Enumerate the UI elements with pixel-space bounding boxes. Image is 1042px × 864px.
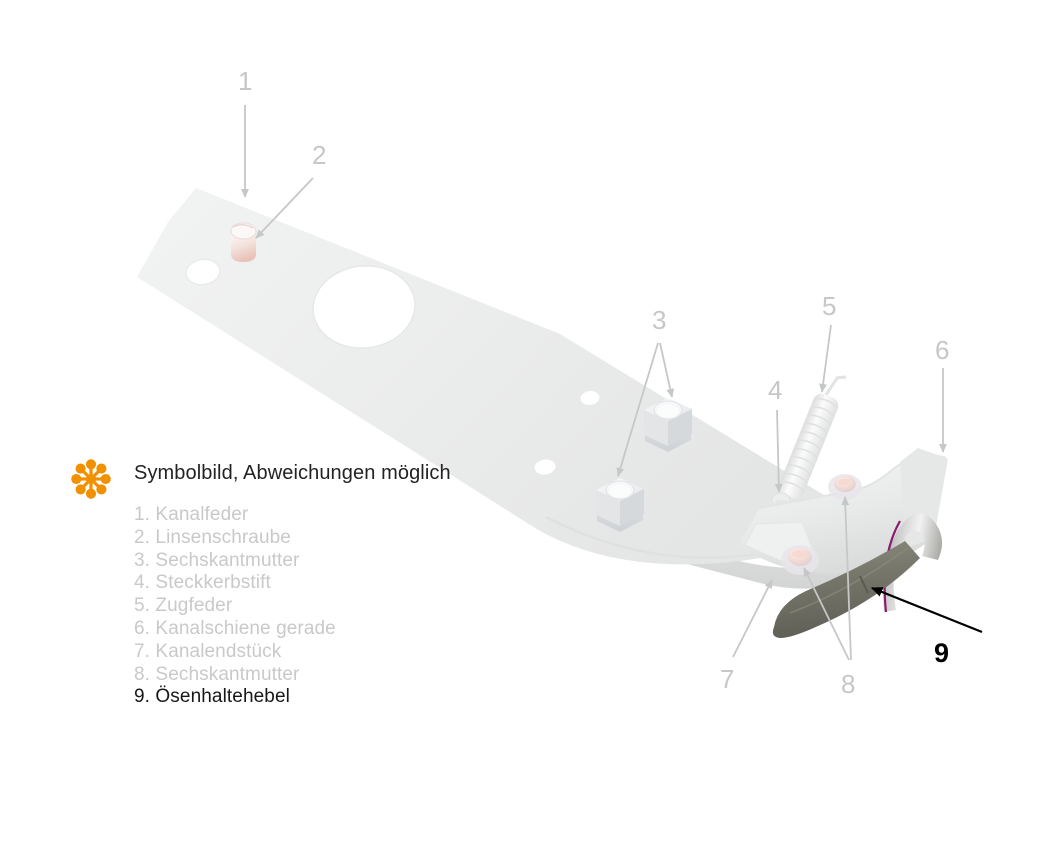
callout-label-5: 5 — [822, 291, 837, 321]
legend-item-2[interactable]: 2. Linsenschraube — [134, 526, 291, 548]
plate-small-hole-left — [185, 258, 221, 286]
legend-block: Symbolbild, Abweichungen möglich 1. Kana… — [68, 452, 538, 709]
leader-3a — [659, 342, 675, 398]
leader-9 — [870, 586, 983, 634]
orange-asterisk-flower-icon — [71, 459, 111, 499]
pan-head-screw — [230, 222, 257, 262]
legend-heading-row: Symbolbild, Abweichungen möglich — [68, 452, 538, 502]
leader-3b — [616, 342, 659, 477]
plate-small-hole-right — [579, 389, 601, 407]
callout-label-2: 2 — [312, 140, 327, 170]
legend-heading: Symbolbild, Abweichungen möglich — [134, 462, 451, 484]
leader-8a — [803, 567, 850, 661]
legend-item-5[interactable]: 5. Zugfeder — [134, 595, 233, 617]
leader-2 — [255, 177, 314, 239]
eyelet-holding-lever — [772, 513, 943, 638]
hex-nut-pin-lower — [781, 545, 819, 575]
callout-label-7: 7 — [720, 664, 735, 694]
hex-nut-lower — [596, 478, 644, 532]
leader-5 — [819, 324, 832, 393]
legend-item-9[interactable]: 9. Ösenhaltehebel — [134, 686, 290, 708]
hex-nut-upper — [644, 398, 692, 452]
legend-part-list: 1. Kanalfeder 2. Linsenschraube 3. Sechs… — [134, 504, 538, 709]
callout-label-1: 1 — [238, 66, 253, 96]
callout-label-4: 4 — [768, 375, 783, 405]
callout-label-6: 6 — [935, 335, 950, 365]
legend-item-8[interactable]: 8. Sechskantmutter — [134, 663, 300, 685]
leader-7 — [732, 579, 773, 658]
callout-label-8: 8 — [841, 669, 856, 699]
callout-leaders — [241, 105, 947, 661]
legend-item-4[interactable]: 4. Steckkerbstift — [134, 572, 271, 594]
plate-small-hole-mid — [533, 458, 557, 476]
hex-nut-pin-upper — [828, 474, 862, 500]
legend-item-3[interactable]: 3. Sechskantmutter — [134, 549, 300, 571]
leader-8b — [841, 496, 852, 661]
lever-eyelet — [883, 513, 943, 612]
plate-large-hole — [312, 265, 416, 349]
legend-item-1[interactable]: 1. Kanalfeder — [134, 504, 249, 525]
callout-label-3: 3 — [652, 305, 667, 335]
callout-label-9: 9 — [934, 638, 950, 668]
leader-4 — [774, 409, 783, 493]
plate-top-face — [137, 188, 862, 565]
legend-item-7[interactable]: 7. Kanalendstück — [134, 640, 282, 662]
legend-item-6[interactable]: 6. Kanalschiene gerade — [134, 617, 336, 639]
